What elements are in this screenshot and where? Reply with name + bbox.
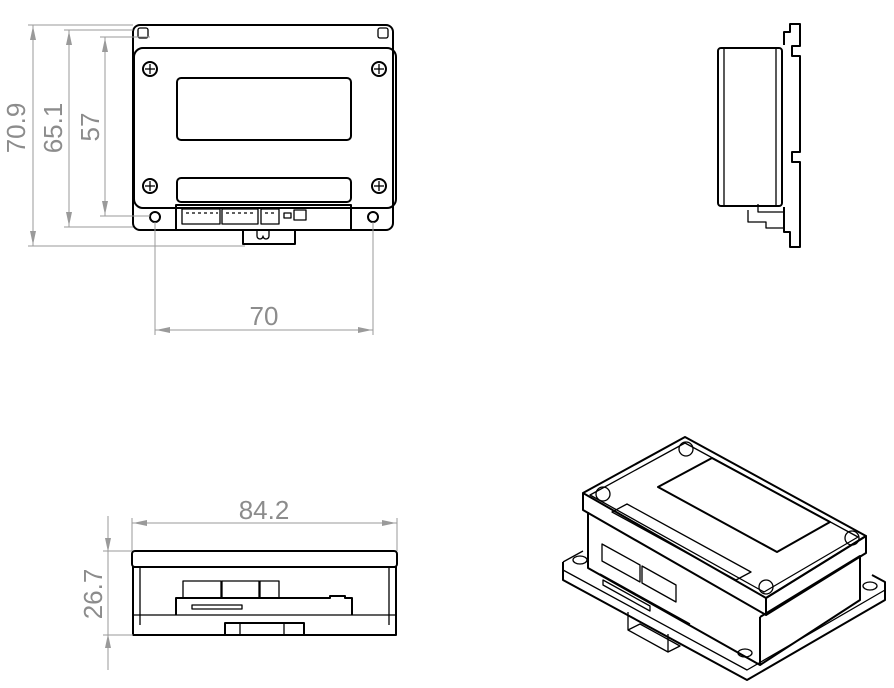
screw-bottom-left-icon xyxy=(142,178,158,194)
side-cover-body xyxy=(717,47,783,207)
iso-screw-2-icon xyxy=(678,441,694,457)
iso-right-face xyxy=(759,555,861,666)
led-indicator xyxy=(283,212,292,219)
front-ear-right xyxy=(377,27,389,39)
side-view xyxy=(717,23,801,248)
side-mounting-plate xyxy=(783,23,801,248)
iso-base-edge xyxy=(562,550,886,671)
iso-front-face xyxy=(587,512,761,666)
iso-front-lid-edge xyxy=(582,493,767,616)
iso-base-hole-front xyxy=(737,648,753,658)
dim-hole-spacing-horizontal: 70 xyxy=(250,301,279,331)
front-cover xyxy=(133,47,397,209)
iso-connector-2 xyxy=(641,565,677,603)
connector-strip xyxy=(175,204,352,231)
pin-header xyxy=(191,604,243,610)
iso-base-hole-right xyxy=(862,581,878,591)
bottom-connector-2 xyxy=(221,580,260,599)
mounting-hole-right xyxy=(367,211,379,223)
screw-top-right-icon xyxy=(371,61,387,77)
iso-connector-1 xyxy=(601,543,641,583)
dim-frame-height: 65.1 xyxy=(38,103,68,154)
connector-block-2 xyxy=(221,208,259,225)
din-clip-notch xyxy=(256,230,270,240)
side-connector-edge xyxy=(757,204,784,213)
iso-base-plate xyxy=(562,562,886,681)
iso-din-clip xyxy=(627,612,669,653)
bottom-connector-3 xyxy=(259,580,280,599)
label-slot xyxy=(176,177,352,203)
iso-base-hole-left xyxy=(572,555,588,565)
bottom-frame xyxy=(132,566,397,636)
screw-top-left-icon xyxy=(142,61,158,77)
dim-overall-height: 70.9 xyxy=(1,103,31,154)
bottom-din-clip xyxy=(224,622,305,636)
screw-bottom-right-icon xyxy=(371,178,387,194)
bottom-view xyxy=(131,550,398,636)
bottom-lid xyxy=(131,550,398,568)
front-dimensions xyxy=(28,24,374,335)
display-window xyxy=(176,77,352,141)
iso-pin-header xyxy=(602,579,651,612)
connector-block-3 xyxy=(260,208,280,225)
din-clip-tab xyxy=(242,230,296,245)
connector-block-1 xyxy=(181,208,221,225)
dim-overall-width: 84.2 xyxy=(239,495,290,525)
front-mounting-frame xyxy=(132,24,394,231)
dim-hole-spacing-vertical: 57 xyxy=(75,113,105,142)
isometric-view xyxy=(562,436,886,681)
iso-display-window xyxy=(657,457,831,553)
switch xyxy=(293,209,307,221)
bottom-connector-1 xyxy=(182,580,222,599)
iso-screw-1-icon xyxy=(595,486,611,502)
dim-overall-depth: 26.7 xyxy=(78,569,108,620)
front-view xyxy=(132,24,397,245)
iso-pcb-edge xyxy=(599,573,691,625)
mounting-hole-left xyxy=(149,211,161,223)
pcb-board xyxy=(175,595,353,615)
iso-label-slot xyxy=(611,503,752,581)
bottom-dimensions xyxy=(103,516,398,670)
front-ear-left xyxy=(137,27,149,39)
side-connector xyxy=(747,210,785,229)
iso-screw-4-icon xyxy=(758,579,774,595)
